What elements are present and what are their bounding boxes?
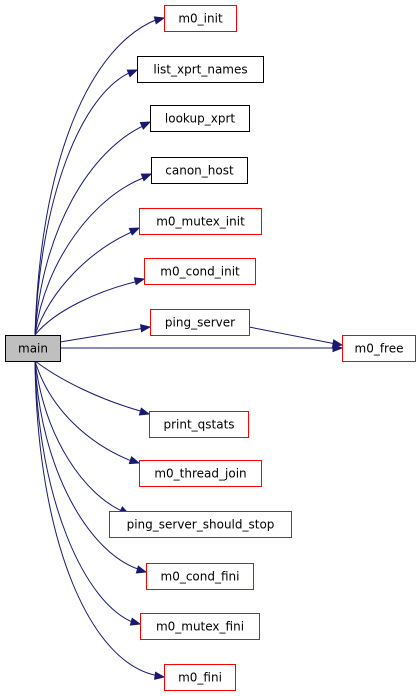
arrowhead-icon xyxy=(133,277,146,286)
edge-line xyxy=(34,176,147,336)
edge-main-to-lookup_xprt xyxy=(34,121,152,336)
node-box xyxy=(146,563,254,590)
arrowhead-icon xyxy=(139,121,152,130)
node-lookup_xprt[interactable]: lookup_xprt xyxy=(150,105,250,132)
node-box xyxy=(137,56,264,83)
edges-layer xyxy=(34,16,344,680)
node-label: list_xprt_names xyxy=(153,63,247,77)
edge-main-to-m0_cond_init xyxy=(34,277,146,336)
node-m0_fini[interactable]: m0_fini xyxy=(164,664,236,691)
edge-line xyxy=(34,124,146,336)
node-ping_server[interactable]: ping_server xyxy=(150,309,250,336)
arrowhead-icon xyxy=(138,407,151,416)
edge-main-to-print_qstats xyxy=(34,360,151,416)
node-print_qstats[interactable]: print_qstats xyxy=(149,411,249,438)
node-label: m0_mutex_fini xyxy=(156,620,244,634)
node-main-root: main xyxy=(5,335,61,362)
node-box xyxy=(5,335,61,362)
edge-line xyxy=(59,327,146,343)
node-box xyxy=(342,335,416,362)
edge-ping_server-to-m0_free xyxy=(248,326,344,348)
nodes-layer: main m0_init list_xprt_names lookup_xprtcan… xyxy=(5,5,416,691)
edge-main-to-ping_server_should_stop xyxy=(34,360,131,515)
node-m0_init[interactable]: m0_init xyxy=(164,5,237,32)
edge-line xyxy=(34,280,140,336)
node-label: m0_cond_fini xyxy=(161,570,240,584)
node-box xyxy=(150,309,250,336)
edge-main-to-m0_cond_fini xyxy=(34,360,148,574)
arrowhead-icon xyxy=(154,671,166,680)
arrowhead-icon xyxy=(140,324,152,333)
edge-main-to-m0_free xyxy=(60,343,344,353)
node-m0_cond_fini[interactable]: m0_cond_fini xyxy=(146,563,254,590)
node-m0_mutex_fini[interactable]: m0_mutex_fini xyxy=(140,613,260,640)
node-box xyxy=(140,613,260,640)
edge-main-to-list_xprt_names xyxy=(34,69,139,336)
node-box xyxy=(144,258,256,285)
edge-main-to-m0_thread_join xyxy=(34,360,141,465)
node-label: print_qstats xyxy=(163,418,234,432)
edge-line xyxy=(34,360,125,513)
edge-line xyxy=(34,18,159,336)
node-m0_thread_join[interactable]: m0_thread_join xyxy=(139,460,262,487)
node-label: m0_free xyxy=(355,342,404,356)
edge-main-to-m0_fini xyxy=(34,360,166,680)
arrowhead-icon xyxy=(128,227,141,236)
edge-line xyxy=(34,360,142,571)
node-box xyxy=(109,511,292,538)
node-box xyxy=(164,5,237,32)
node-canon_host[interactable]: canon_host xyxy=(151,157,248,184)
edge-line xyxy=(34,360,136,624)
node-label: ping_server_should_stop xyxy=(127,518,275,532)
node-label: lookup_xprt xyxy=(165,112,235,126)
edge-line xyxy=(34,360,160,677)
node-box xyxy=(149,411,249,438)
node-label: main xyxy=(18,342,48,356)
node-label: canon_host xyxy=(165,164,234,178)
node-box xyxy=(139,208,262,235)
node-ping_server_should_stop[interactable]: ping_server_should_stop xyxy=(109,511,292,538)
edge-main-to-ping_server xyxy=(59,324,152,343)
node-label: m0_fini xyxy=(178,671,222,685)
node-label: m0_cond_init xyxy=(160,265,240,279)
arrowhead-icon xyxy=(153,16,166,25)
edge-main-to-m0_mutex_init xyxy=(34,227,141,336)
node-label: m0_thread_join xyxy=(154,467,246,481)
edge-main-to-m0_mutex_fini xyxy=(34,360,142,626)
edge-line xyxy=(34,360,145,413)
node-list_xprt_names[interactable]: list_xprt_names xyxy=(137,56,264,83)
edge-main-to-m0_init xyxy=(34,16,166,336)
edge-line xyxy=(34,71,132,336)
arrowhead-icon xyxy=(128,456,141,465)
arrowhead-icon xyxy=(140,173,153,182)
edge-line xyxy=(34,230,135,336)
node-label: m0_init xyxy=(178,12,223,26)
node-box xyxy=(139,460,262,487)
node-m0_mutex_init[interactable]: m0_mutex_init xyxy=(139,208,262,235)
arrowhead-icon xyxy=(135,565,148,574)
node-box xyxy=(150,105,250,132)
edge-main-to-canon_host xyxy=(34,173,153,336)
node-label: m0_mutex_init xyxy=(156,215,245,229)
node-label: ping_server xyxy=(165,316,235,330)
edge-line xyxy=(34,360,135,463)
node-box xyxy=(164,664,236,691)
arrowhead-icon xyxy=(129,617,142,626)
arrowhead-icon xyxy=(331,339,344,348)
node-box xyxy=(151,157,248,184)
arrowhead-icon xyxy=(126,69,139,78)
node-m0_free[interactable]: m0_free xyxy=(342,335,416,362)
node-m0_cond_init[interactable]: m0_cond_init xyxy=(144,258,256,285)
edge-line xyxy=(248,326,337,345)
